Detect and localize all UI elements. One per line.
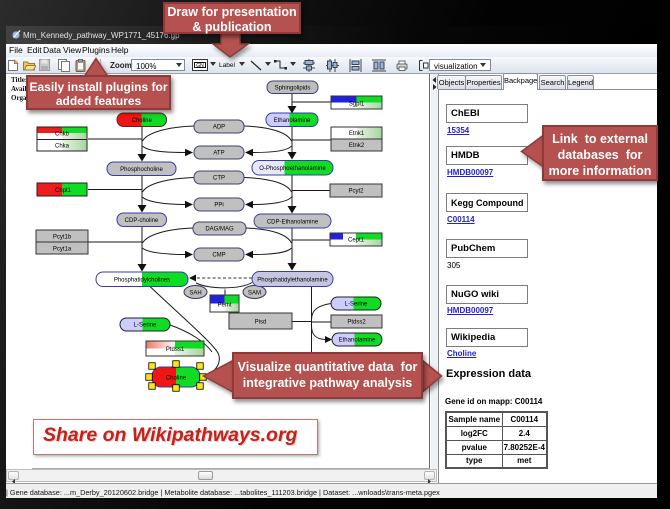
svg-text:Pcyt1a: Pcyt1a <box>53 247 72 253</box>
svg-text:PPi: PPi <box>214 203 223 209</box>
svg-text:SAH: SAH <box>189 291 201 297</box>
svg-text:Ptdss2: Ptdss2 <box>347 320 366 326</box>
svg-text:CDP-choline: CDP-choline <box>125 218 159 224</box>
svg-text:Etnk2: Etnk2 <box>349 143 365 149</box>
svg-text:Sgpl1: Sgpl1 <box>349 102 365 108</box>
svg-text:Phosphatidylcholines: Phosphatidylcholines <box>114 278 170 284</box>
svg-text:SAM: SAM <box>248 291 261 297</box>
svg-text:Cept1: Cept1 <box>348 238 365 244</box>
svg-text:CTP: CTP <box>213 176 225 182</box>
svg-text:Ptdss1: Ptdss1 <box>166 347 185 353</box>
svg-text:Chka: Chka <box>55 144 70 150</box>
svg-text:Chpt1: Chpt1 <box>55 188 72 194</box>
svg-text:Chkb: Chkb <box>55 132 70 138</box>
svg-text:Ethanolamine: Ethanolamine <box>339 338 376 344</box>
svg-text:Phosphatidylethanolamine: Phosphatidylethanolamine <box>257 278 328 284</box>
svg-text:Phosphocholine: Phosphocholine <box>120 167 163 173</box>
svg-text:CMP: CMP <box>212 253 225 259</box>
svg-text:Pcyt1b: Pcyt1b <box>53 235 72 241</box>
svg-text:DAG/MAG: DAG/MAG <box>205 227 234 233</box>
svg-text:L-Serine: L-Serine <box>345 302 368 308</box>
svg-text:CDP-Ethanolamine: CDP-Ethanolamine <box>267 220 319 226</box>
svg-text:Sphingolipids: Sphingolipids <box>275 86 311 92</box>
svg-text:Pcyt2: Pcyt2 <box>348 189 364 195</box>
svg-text:Ethanolamine: Ethanolamine <box>274 118 311 124</box>
svg-text:Choline: Choline <box>132 118 153 124</box>
svg-text:ATP: ATP <box>213 151 224 157</box>
svg-text:Choline: Choline <box>166 376 187 382</box>
svg-text:ADP: ADP <box>213 125 225 131</box>
svg-text:L-Serine: L-Serine <box>134 323 157 329</box>
svg-text:Pisd: Pisd <box>255 320 267 326</box>
svg-text:Etnk1: Etnk1 <box>349 131 365 137</box>
svg-text:O-Phosphoethanolamine: O-Phosphoethanolamine <box>259 166 326 172</box>
svg-text:Pemt: Pemt <box>217 303 231 309</box>
